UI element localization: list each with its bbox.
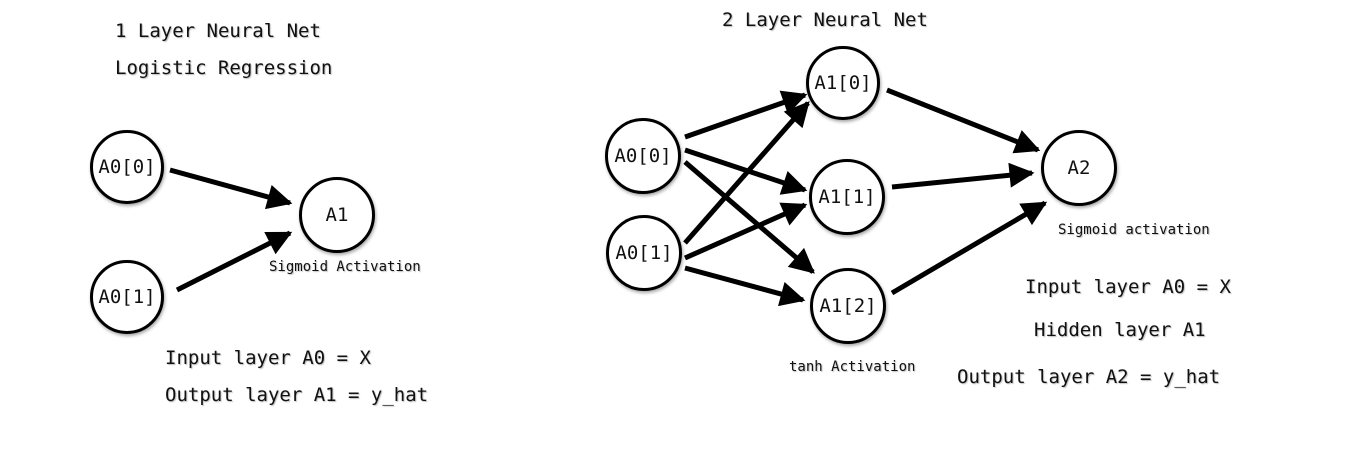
right-node-a1-0: A1[0] (806, 46, 880, 120)
right-note-output: Output layer A2 = y_hat (957, 366, 1221, 388)
left-node-a0-1: A0[1] (90, 260, 164, 334)
left-node-a0-0: A0[0] (90, 130, 164, 204)
right-node-a0-0: A0[0] (605, 118, 681, 194)
edge-a0_0-a1-left (169, 167, 293, 210)
right-node-a0-1: A0[1] (606, 215, 682, 291)
left-activation-label: Sigmoid Activation (269, 259, 421, 275)
right-note-hidden: Hidden layer A1 (1034, 319, 1206, 341)
left-title: 1 Layer Neural Net (115, 20, 321, 42)
edge-r-a0_1-a1_0 (683, 101, 810, 245)
edge-r-a0_0-a1_0 (684, 90, 808, 140)
edge-r-a1_0-a2 (886, 87, 1041, 154)
edge-r-a0_1-a1_2 (684, 265, 806, 307)
edge-r-a1_1-a2 (891, 162, 1035, 190)
edge-r-a0_0-a1_2 (683, 160, 815, 274)
left-subtitle: Logistic Regression (115, 57, 333, 79)
right-node-a1-1: A1[1] (809, 159, 885, 235)
edge-r-a0_1-a1_1 (683, 202, 808, 261)
right-title: 2 Layer Neural Net (722, 9, 928, 31)
edge-r-a0_0-a1_1 (684, 147, 808, 195)
left-note-output: Output layer A1 = y_hat (165, 384, 429, 406)
right-output-activation-label: Sigmoid activation (1058, 222, 1210, 238)
right-note-input: Input layer A0 = X (1025, 276, 1231, 298)
right-hidden-activation-label: tanh Activation (789, 359, 916, 375)
edge-r-a1_2-a2 (890, 200, 1048, 296)
left-note-input: Input layer A0 = X (165, 347, 371, 369)
right-node-a1-2: A1[2] (810, 268, 886, 344)
right-node-a2: A2 (1041, 130, 1117, 206)
left-node-a1: A1 (299, 177, 375, 253)
edge-a0_1-a1-left (175, 230, 293, 293)
